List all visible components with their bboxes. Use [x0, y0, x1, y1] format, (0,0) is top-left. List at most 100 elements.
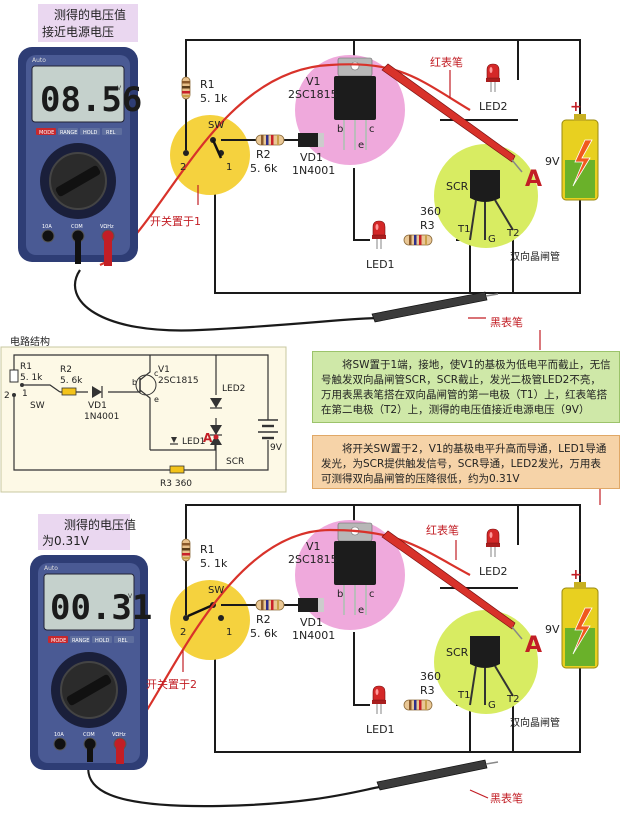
- bottom-meter-caption-line1: 测得的电压值: [64, 517, 136, 532]
- top-r2-resistor: [255, 134, 285, 146]
- top-battery-label: 9V: [545, 155, 560, 168]
- bottom-battery-label: 9V: [545, 623, 560, 636]
- bottom-pin-c: c: [369, 589, 375, 600]
- top-r3-resistor: [403, 234, 433, 246]
- schematic-title: 电路结构: [10, 335, 50, 348]
- top-point-a: A: [525, 167, 542, 192]
- top-switch-highlight: [170, 115, 250, 195]
- bottom-v1-transistor: [334, 522, 376, 615]
- schematic-panel: [0, 346, 287, 493]
- top-meter-hold-button: HOLD: [83, 130, 97, 136]
- bottom-led2: [485, 528, 501, 558]
- schematic-n2: 2: [4, 391, 10, 401]
- bottom-r2-resistor: [255, 599, 285, 611]
- top-battery: [561, 114, 599, 201]
- bottom-meter-jack-10a: 10A: [54, 732, 64, 738]
- bottom-vd1-part: 1N4001: [292, 629, 335, 642]
- bottom-sw-label: SW: [208, 585, 224, 596]
- top-meter-reading: 08.56: [40, 80, 142, 120]
- schematic-c: c: [154, 369, 158, 378]
- schematic-battery: 9V: [270, 443, 283, 453]
- top-led2-label: LED2: [479, 100, 508, 113]
- top-t1: T1: [457, 224, 470, 235]
- bottom-meter-mode-button: MODE: [51, 638, 66, 644]
- bottom-r1-resistor: [181, 538, 191, 562]
- bottom-meter-hold-button: HOLD: [95, 638, 109, 644]
- bottom-v1-part: 2SC1815: [288, 553, 338, 566]
- top-v1-part: 2SC1815: [288, 88, 338, 101]
- schematic-r2: R2: [60, 365, 72, 375]
- bottom-vd1-diode: [298, 598, 324, 612]
- bottom-battery: [561, 582, 599, 669]
- bottom-r2-value: 5. 6k: [250, 627, 278, 640]
- top-r1-value: 5. 1k: [200, 92, 228, 105]
- top-red-probe-label: 红表笔: [430, 55, 463, 69]
- top-led2: [485, 63, 501, 93]
- top-r3-name: R3: [420, 219, 435, 232]
- schematic-v1-part: 2SC1815: [158, 376, 199, 386]
- schematic-scr: SCR: [226, 457, 244, 467]
- top-sw-label: SW: [208, 120, 224, 131]
- bottom-r3-value: 360: [420, 670, 441, 683]
- note-connectors: [182, 70, 601, 799]
- top-meter-jack-v: VΩHz: [100, 224, 114, 230]
- bottom-r2-name: R2: [256, 613, 271, 626]
- schematic-r1: R1: [20, 362, 32, 372]
- top-r3-value: 360: [420, 205, 441, 218]
- bottom-red-probe-label: 红表笔: [426, 523, 459, 537]
- bottom-led1-label: LED1: [366, 723, 395, 736]
- bottom-r1-name: R1: [200, 543, 215, 556]
- note-switch-1: 将SW置于1端，接地，使V1的基极为低电平而截止，无信号触发双向晶闸管SCR，S…: [312, 351, 620, 423]
- top-t2: T2: [506, 228, 519, 239]
- bottom-led1: [371, 685, 387, 715]
- bottom-black-probe-label: 黑表笔: [490, 791, 523, 805]
- top-switch-position-label: 开关置于1: [150, 214, 201, 228]
- schematic-e: e: [154, 395, 159, 404]
- top-scr-label: SCR: [446, 180, 469, 193]
- bottom-multimeter: [30, 555, 148, 770]
- schematic-n1: 1: [22, 389, 28, 399]
- top-black-lead: [74, 269, 381, 332]
- schematic-r2-value: 5. 6k: [60, 376, 83, 386]
- bottom-scr-triac: [469, 636, 514, 706]
- schematic-led2: LED2: [222, 384, 245, 394]
- bottom-meter-jack-com: COM: [83, 732, 95, 738]
- note-switch-2: 将开关SW置于2，V1的基极电平升高而导通，LED1导通发光，为SCR提供触发信…: [312, 435, 620, 489]
- top-meter-rel-button: REL: [106, 130, 116, 136]
- top-scr-triac: [469, 170, 514, 241]
- top-meter-caption-line2: 接近电源电压: [42, 24, 114, 39]
- top-pin-e: e: [358, 140, 364, 151]
- bottom-meter-auto-label: Auto: [44, 565, 58, 572]
- top-vd1-part: 1N4001: [292, 164, 335, 177]
- schematic-vd1: VD1: [88, 401, 107, 411]
- bottom-pin-b: b: [337, 589, 343, 600]
- bottom-vd1-name: VD1: [300, 616, 323, 629]
- bottom-pin-e: e: [358, 605, 364, 616]
- bottom-point-a: A: [525, 633, 542, 658]
- top-meter-auto-label: Auto: [32, 57, 46, 64]
- top-meter-range-button: RANGE: [60, 130, 77, 136]
- bottom-meter-reading: 00.31: [50, 588, 152, 628]
- schematic-v1: V1: [158, 365, 170, 375]
- bottom-scr-label: SCR: [446, 646, 469, 659]
- top-black-probe: [371, 291, 499, 323]
- top-r1-resistor: [181, 76, 191, 100]
- top-red-probe: [381, 63, 523, 173]
- bottom-r3-name: R3: [420, 684, 435, 697]
- top-r2-value: 5. 6k: [250, 162, 278, 175]
- bottom-black-probe: [376, 759, 499, 791]
- top-switch-sw: [183, 137, 224, 159]
- top-triac-name: 双向晶闸管: [510, 250, 560, 263]
- top-v1-name: V1: [306, 75, 321, 88]
- bottom-t2: T2: [506, 694, 519, 705]
- top-multimeter: [18, 47, 138, 266]
- top-meter-caption-line1: 测得的电压值: [54, 7, 126, 22]
- schematic-sw: SW: [30, 401, 45, 411]
- bottom-meter-rel-button: REL: [118, 638, 128, 644]
- note-switch-1-text: 将SW置于1端，接地，使V1的基极为低电平而截止，无信号触发双向晶闸管SCR，S…: [321, 359, 611, 416]
- schematic-vd1-part: 1N4001: [84, 412, 119, 422]
- bottom-battery-plus: +: [570, 567, 582, 583]
- top-led1: [371, 220, 387, 250]
- schematic-a: A: [203, 431, 213, 445]
